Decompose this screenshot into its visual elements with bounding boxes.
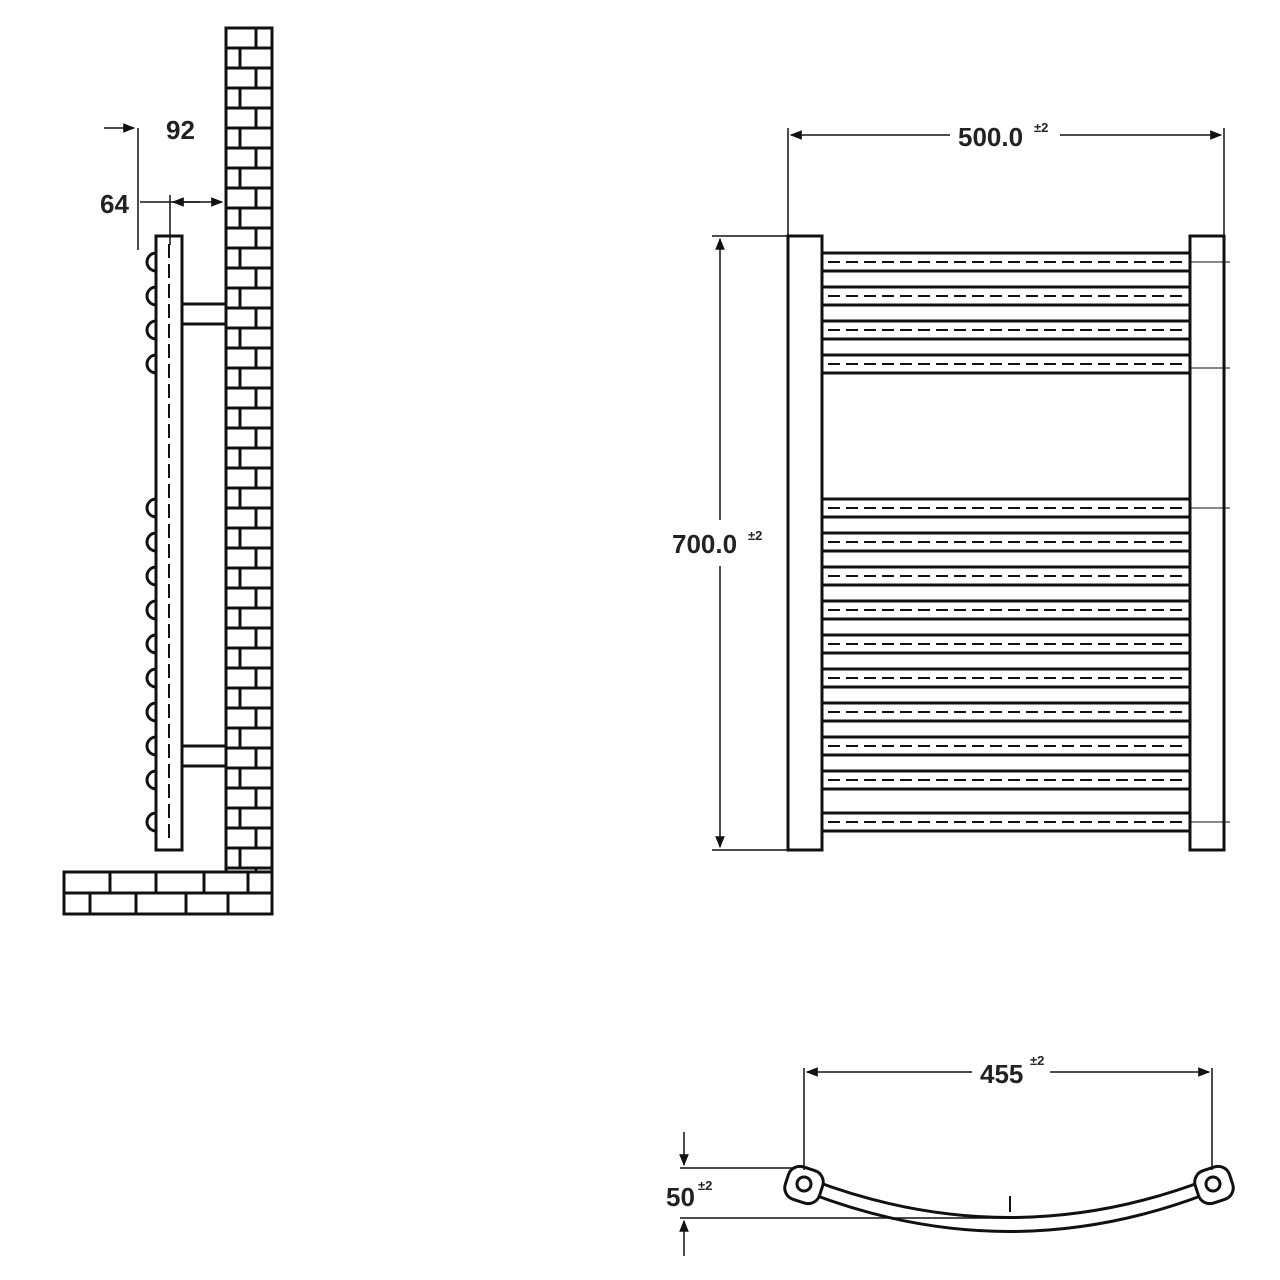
- wall-bracket-lower: [180, 744, 228, 768]
- rail-profile-4: [145, 353, 157, 375]
- heating-bar-13: [820, 769, 1192, 791]
- heating-bar-4: [820, 353, 1192, 375]
- rail-profile-6: [145, 531, 157, 553]
- rail-profile-12: [145, 735, 157, 757]
- rail-profile-7: [145, 565, 157, 587]
- dim-curve-depth: 50: [666, 1182, 695, 1212]
- heating-bar-7: [820, 565, 1192, 587]
- dim-centres-tolerance: ±2: [1030, 1053, 1044, 1068]
- width-dimension-lines: [787, 128, 1225, 236]
- dim-height: 700.0: [672, 529, 737, 559]
- brick-floor: [62, 870, 274, 916]
- dim-total-depth: 92: [166, 115, 195, 145]
- left-end-cap: [783, 1164, 825, 1206]
- heating-bar-8: [820, 599, 1192, 621]
- rail-profile-14: [145, 811, 157, 833]
- heating-bar-1: [820, 251, 1192, 273]
- dim-width-tolerance: ±2: [1034, 120, 1048, 135]
- rail-profile-9: [145, 633, 157, 655]
- rail-profile-5: [145, 497, 157, 519]
- rail-profile-11: [145, 701, 157, 723]
- centres-dimension-lines: [803, 1067, 1213, 1170]
- heating-bar-6: [820, 531, 1192, 553]
- heating-bar-3: [820, 319, 1192, 341]
- dim-curve-depth-tolerance: ±2: [698, 1178, 712, 1193]
- heating-bar-9: [820, 633, 1192, 655]
- heating-bar-12: [820, 735, 1192, 757]
- left-column: [786, 234, 824, 852]
- front-view: 500.0 ±2 700.0 ±2: [668, 120, 1230, 852]
- rail-profile-3: [145, 319, 157, 341]
- heating-bars: [820, 251, 1192, 833]
- dim-height-tolerance: ±2: [748, 528, 762, 543]
- dim-width: 500.0: [958, 122, 1023, 152]
- heating-bar-11: [820, 701, 1192, 723]
- heating-bar-10: [820, 667, 1192, 689]
- right-end-cap: [1193, 1164, 1235, 1206]
- top-view: 455 ±2 50 ±2: [666, 1053, 1235, 1256]
- heating-bar-2: [820, 285, 1192, 307]
- side-view: 92 64: [62, 26, 274, 916]
- rail-profile-8: [145, 599, 157, 621]
- rail-profile-13: [145, 769, 157, 791]
- heating-bar-5: [820, 497, 1192, 519]
- rail-profile-1: [145, 251, 157, 273]
- rail-profiles: [145, 251, 157, 833]
- brick-wall: [224, 26, 274, 916]
- dim-bracket-depth: 64: [100, 189, 129, 219]
- height-dimension-lines: [712, 235, 788, 851]
- rail-profile-10: [145, 667, 157, 689]
- curve-depth-dimension-lines: [679, 1132, 1010, 1256]
- right-column: [1188, 234, 1226, 852]
- wall-bracket-upper: [180, 302, 228, 326]
- rail-profile-2: [145, 285, 157, 307]
- heating-bar-14: [820, 811, 1192, 833]
- bracket-reference-lines: [1190, 261, 1230, 823]
- dim-centres: 455: [980, 1059, 1023, 1089]
